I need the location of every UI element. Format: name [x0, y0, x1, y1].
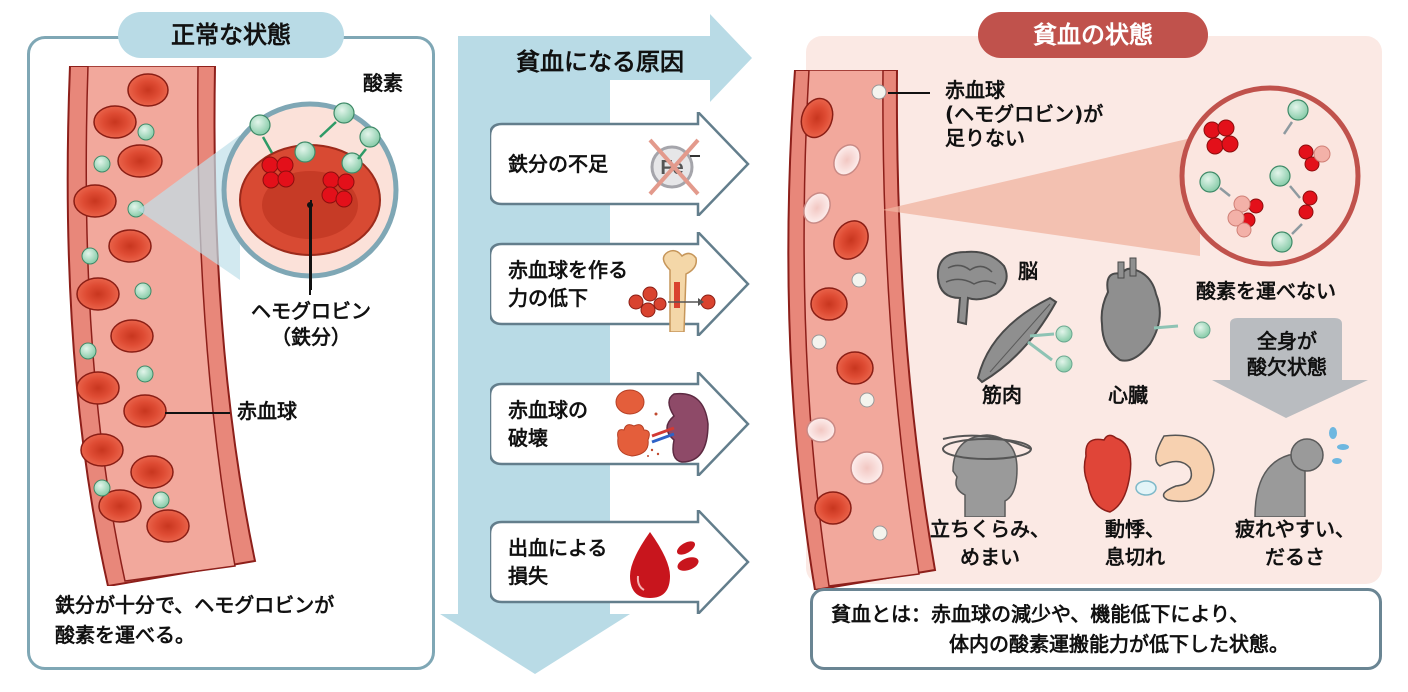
definition-line2: 体内の酸素運搬能力が低下した状態。 [949, 632, 1289, 656]
hypoxia-label: 全身が 酸欠状態 [1247, 329, 1327, 379]
muscle-icon [976, 296, 1073, 384]
symptom-dizziness-label: 立ちくらみ、 めまい [930, 517, 1050, 569]
cause-reduced-production: 赤血球を作る 力の低下 [490, 232, 750, 336]
bone-marrow-icon [628, 249, 716, 332]
cause-iron-deficiency: 鉄分の不足 Fe [490, 112, 750, 216]
causes-title: 貧血になる原因 [516, 48, 684, 76]
hemoglobin-cluster [261, 156, 355, 208]
organs-illustration [936, 250, 1211, 384]
hypoxia-arrow [1212, 318, 1368, 418]
normal-magnifier [138, 101, 399, 295]
definition-line1: 赤血球の減少や、機能低下により、 [931, 602, 1250, 626]
normal-state-caption: 鉄分が十分で、ヘモグロビンが 酸素を運べる。 [55, 593, 335, 647]
oxygen-molecules [79, 123, 170, 509]
anemia-magnifier [882, 85, 1361, 267]
cannot-carry-oxygen-label: 酸素を運べない [1196, 279, 1336, 303]
hemoglobin-pointer-line [310, 200, 312, 290]
fatigue-icon [1254, 427, 1349, 517]
brain-label: 脳 [1018, 259, 1038, 283]
blood-drop-icon [630, 532, 699, 598]
anemia-state-title: 貧血の状態 [978, 12, 1208, 58]
symptom-palpitation-label: 動悸、 息切れ [1105, 517, 1165, 569]
rbc-pointer-line [165, 412, 230, 414]
symptom-fatigue-label: 疲れやすい、 だるさ [1235, 517, 1355, 569]
definition-prefix: 貧血とは： [831, 602, 931, 626]
brain-icon [936, 250, 1008, 326]
anemia-rbc-pointer-line [888, 92, 930, 94]
normal-state-title: 正常な状態 [118, 12, 344, 58]
cause-bleeding: 出血による 損失 [490, 510, 750, 614]
palpitation-breath-icon [1083, 434, 1215, 513]
heart-organ-icon [1100, 257, 1211, 362]
dizziness-icon [942, 434, 1032, 517]
anemia-rbc-label: 赤血球 (ヘモグロビン)が 足りない [945, 78, 1104, 150]
anemic-blood-vessel [787, 70, 937, 590]
spleen-destruction-icon [615, 389, 709, 463]
rbc-label: 赤血球 [237, 399, 297, 423]
cause-rbc-destruction: 赤血球の 破壊 [490, 372, 750, 476]
muscle-label: 筋肉 [982, 383, 1022, 407]
anemia-definition-box: 貧血とは：赤血球の減少や、機能低下により、 体内の酸素運搬能力が低下した状態。 [810, 588, 1382, 670]
hemoglobin-label: ヘモグロビン （鉄分） [251, 299, 371, 349]
heart-label: 心臓 [1108, 383, 1148, 407]
iron-deficiency-icon: Fe [648, 138, 700, 196]
rbc-group [73, 73, 190, 543]
oxygen-label: 酸素 [360, 70, 406, 96]
